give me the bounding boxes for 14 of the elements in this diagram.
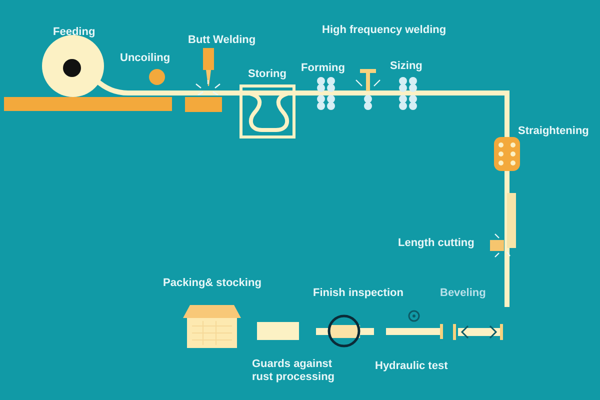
step-label: Forming (301, 62, 345, 75)
step-label: Hydraulic test (375, 360, 448, 373)
step-label: Feeding (53, 26, 96, 39)
step-label: Sizing (390, 60, 422, 73)
step-label: Beveling (440, 287, 486, 300)
step-label: Storing (248, 68, 286, 81)
step-label: Length cutting (398, 237, 474, 250)
step-label: Guards against rust processing (252, 358, 336, 384)
step-label: High frequency welding (322, 24, 446, 37)
step-label: Butt Welding (188, 34, 256, 47)
step-label: Straightening (518, 125, 589, 138)
step-label: Uncoiling (120, 52, 170, 65)
step-label: Finish inspection (313, 287, 404, 300)
step-label: Packing& stocking (163, 277, 262, 290)
